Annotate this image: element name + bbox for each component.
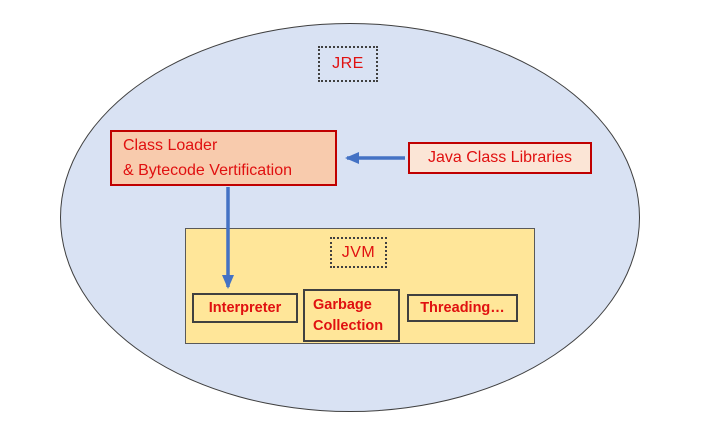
jvm-label: JVM xyxy=(341,243,376,261)
jre-label-box: JRE xyxy=(318,46,378,82)
jre-label: JRE xyxy=(332,55,364,72)
class-loader-node: Class Loader & Bytecode Vertification xyxy=(110,130,337,186)
jvm-container-box xyxy=(185,228,535,344)
interpreter-node: Interpreter xyxy=(192,293,298,323)
java-class-libraries-label: Java Class Libraries xyxy=(427,149,573,166)
threading-label: Threading… xyxy=(420,300,505,316)
class-loader-line2: & Bytecode Vertification xyxy=(123,162,292,179)
java-class-libraries-node: Java Class Libraries xyxy=(408,142,592,174)
class-loader-line1: Class Loader xyxy=(123,137,218,154)
threading-node: Threading… xyxy=(407,294,518,322)
garbage-collection-node: Garbage Collection xyxy=(303,289,400,342)
interpreter-label: Interpreter xyxy=(208,300,282,316)
garbage-collection-label: Garbage Collection xyxy=(313,296,384,334)
jre-ellipse xyxy=(60,23,640,412)
jvm-label-box: JVM xyxy=(330,237,387,268)
